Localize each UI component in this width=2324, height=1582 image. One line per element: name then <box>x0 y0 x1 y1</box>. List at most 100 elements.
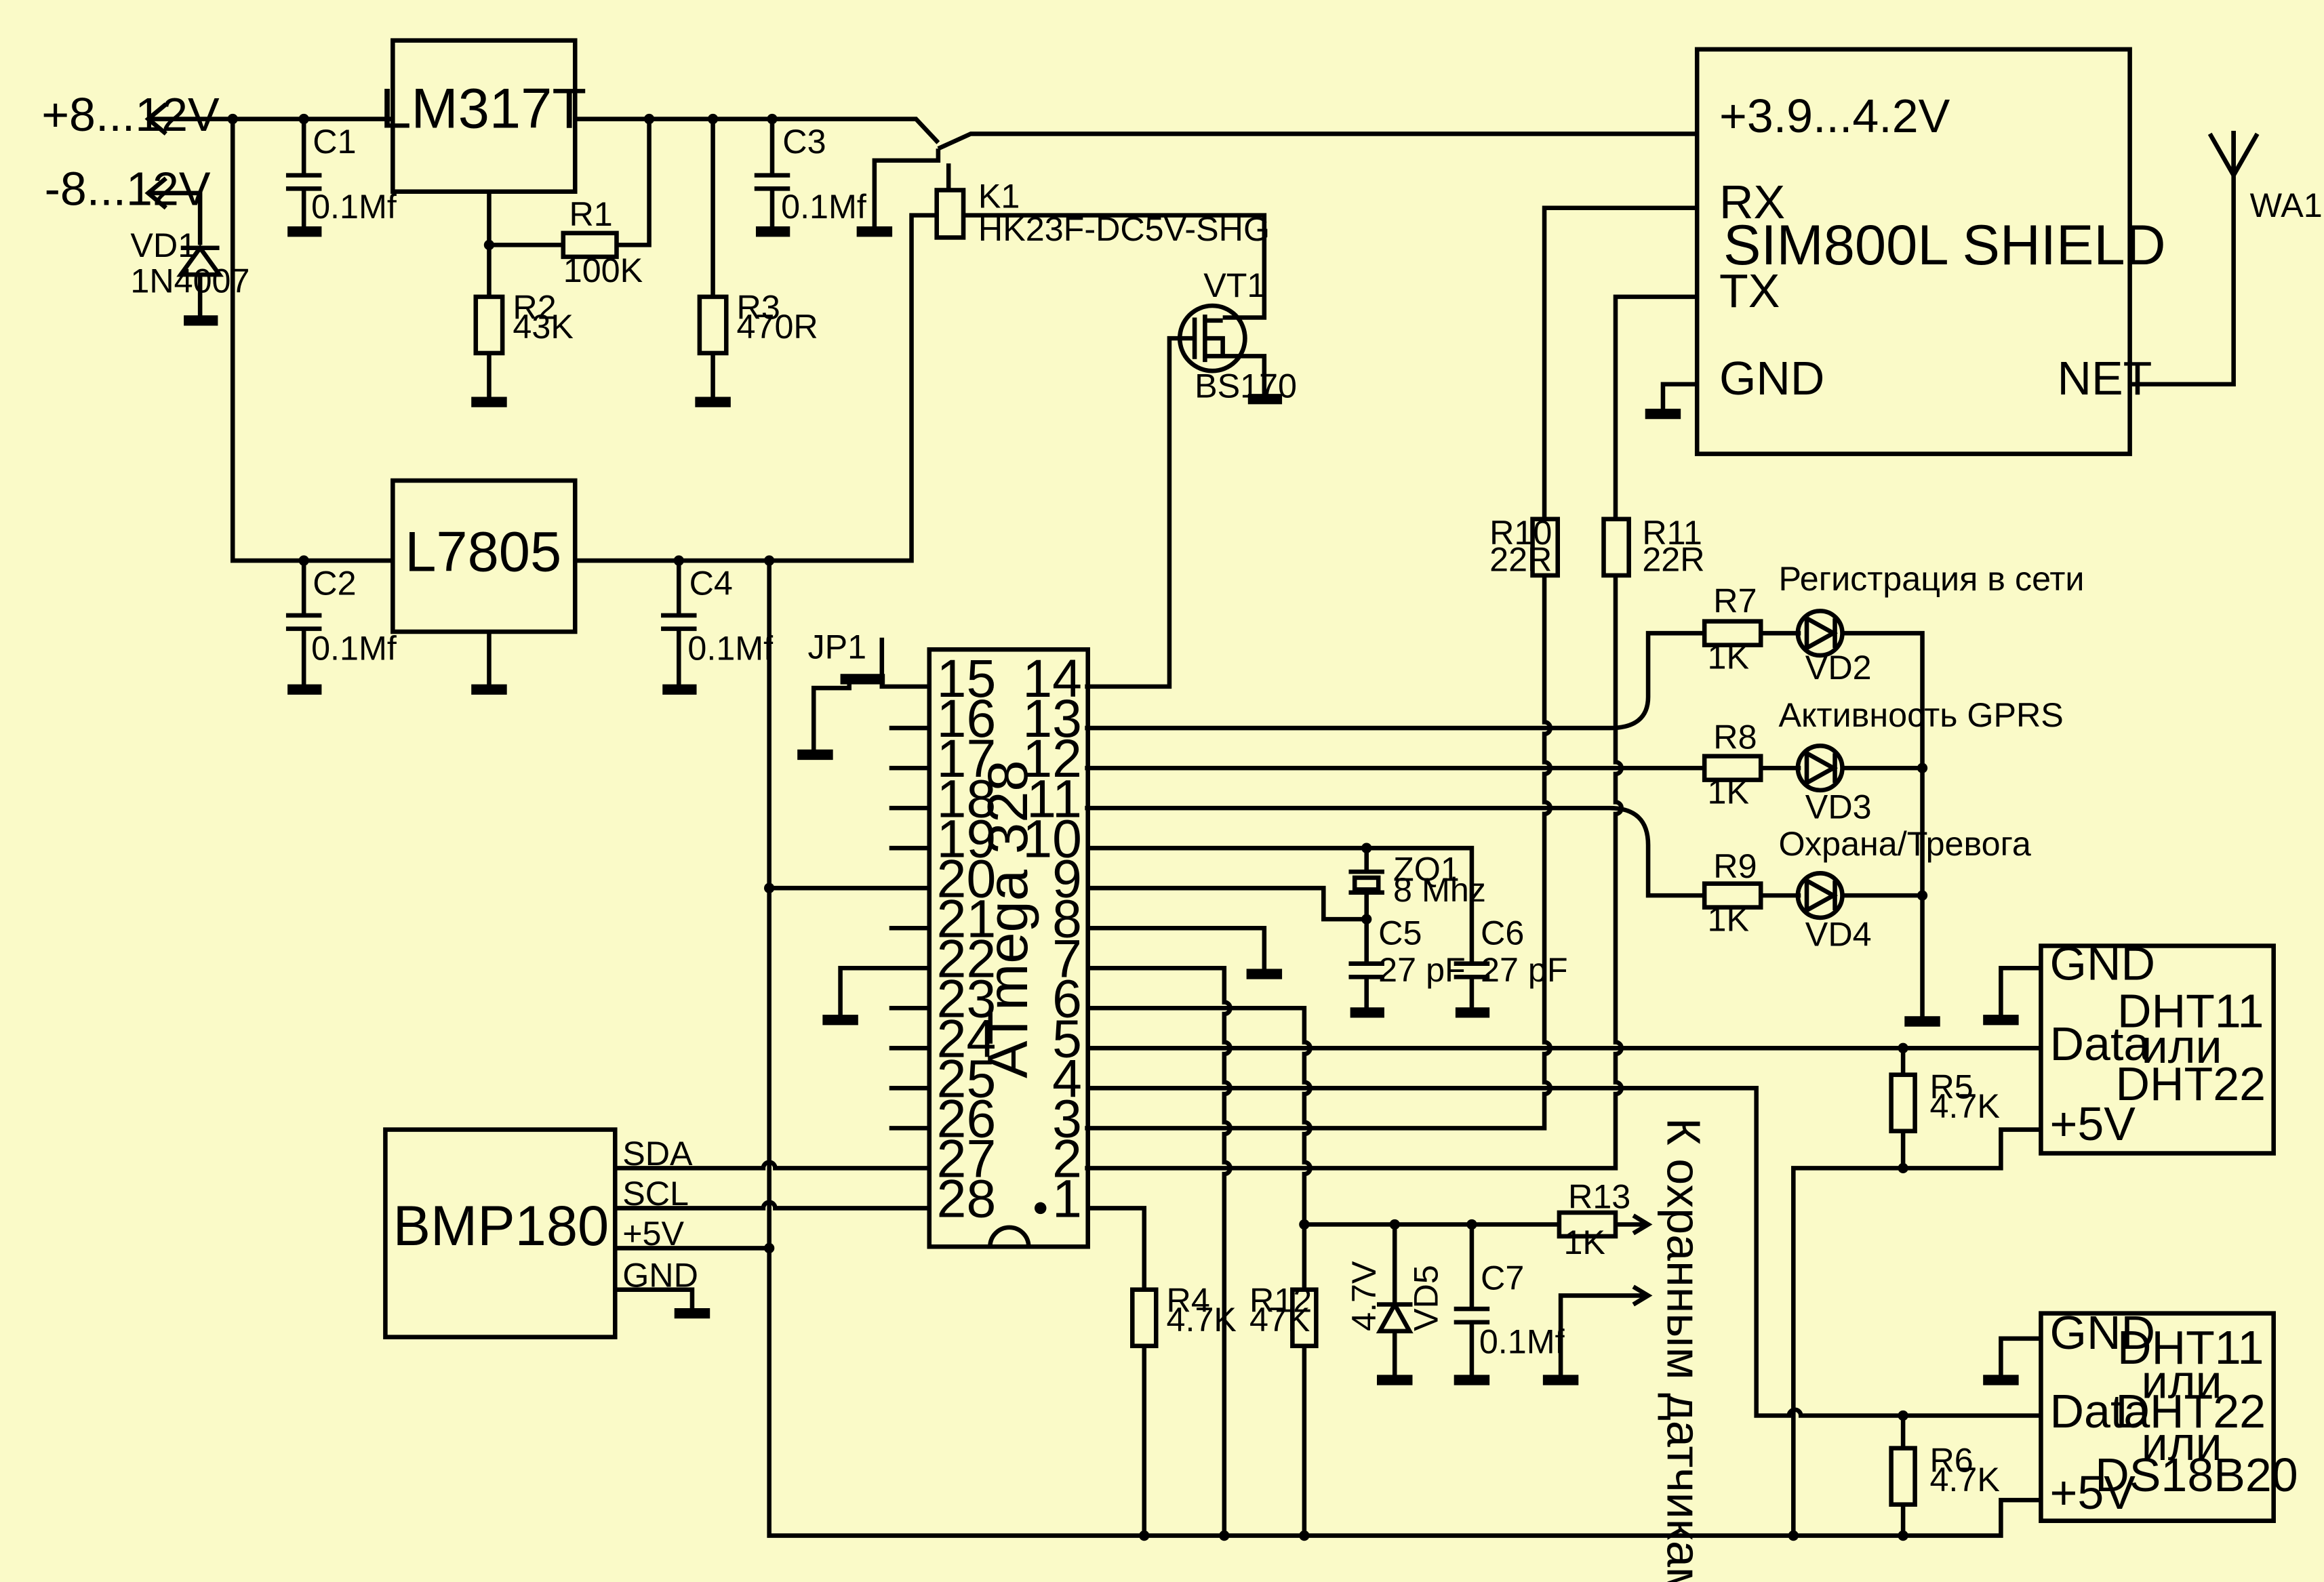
pin-23: 23 <box>937 969 997 1028</box>
vd2-ref: VD2 <box>1805 648 1872 687</box>
dht2-name3: DHT22 <box>2115 1385 2266 1438</box>
wire-pin7 <box>1087 965 1233 1536</box>
pin-17: 17 <box>937 729 997 788</box>
capacitor-c1: C1 0.1Mf <box>285 113 397 237</box>
pin-19: 19 <box>937 809 997 868</box>
junction <box>707 113 719 125</box>
zq1-value: 8 Mhz <box>1393 870 1486 909</box>
power-input: +8...12V -8...12V <box>41 88 393 245</box>
sim800l-title: SIM800L SHIELD <box>1723 214 2166 277</box>
pin-6: 6 <box>1052 969 1082 1028</box>
junction <box>227 113 238 125</box>
r10-value: 22R <box>1489 540 1552 578</box>
pin-21: 21 <box>937 889 997 948</box>
wire-pin22-gnd <box>838 965 929 1019</box>
mosfet-vt1: VT1 BS170 <box>1085 266 1297 689</box>
sim800l-block: +3.9...4.2V RX TX GND NET SIM800L SHIELD <box>1645 47 2236 456</box>
c2-value: 0.1Mf <box>311 629 397 668</box>
capacitor-c4: C4 0.1Mf <box>661 555 774 695</box>
r12-value: 47K <box>1249 1300 1310 1339</box>
pin-16: 16 <box>937 689 997 748</box>
input-positive-label: +8...12V <box>41 88 220 141</box>
capacitor-c2: C2 0.1Mf <box>285 555 397 695</box>
wire-tx <box>1613 294 1698 519</box>
resistor-r11: R11 22R <box>1601 513 1705 578</box>
dht1-name3: DHT22 <box>2115 1057 2266 1110</box>
sim800l-tx-label: TX <box>1719 264 1780 317</box>
c5-ref: C5 <box>1378 913 1422 952</box>
resistor-r3: R3 470R <box>695 119 818 407</box>
antenna-wa1: WA1 <box>2207 131 2323 224</box>
pin-24: 24 <box>937 1009 997 1068</box>
resistor-r1: R1 100K <box>561 119 652 289</box>
r8-value: 1K <box>1708 773 1749 811</box>
r11-ref: R11 <box>1642 513 1702 552</box>
pin-11: 11 <box>1026 769 1082 828</box>
junction <box>1299 1219 1310 1230</box>
r2-ref: R2 <box>513 288 556 327</box>
input-negative-label: -8...12V <box>45 162 211 215</box>
sensors-label: К охранным датчикам <box>1658 1118 1710 1582</box>
lm317t-block: LM317T R2 43K <box>380 38 586 407</box>
c4-value: 0.1Mf <box>687 629 774 668</box>
dht1-data: Data <box>2050 1017 2150 1070</box>
r7-ref: R7 <box>1713 582 1757 620</box>
bmp180-block: BMP180 SDA SCL +5V GND <box>383 1127 929 1339</box>
c7-ref: C7 <box>1481 1259 1524 1297</box>
r2-value: 43K <box>513 307 573 346</box>
vd4-caption: Охрана/Тревога <box>1778 824 2030 863</box>
c4-ref: C4 <box>689 563 733 602</box>
pin-10: 10 <box>1022 809 1082 868</box>
r4-ref: R4 <box>1167 1280 1210 1319</box>
pin-12: 12 <box>1022 729 1082 788</box>
vd4-ref: VD4 <box>1805 914 1872 953</box>
r13-ref: R13 <box>1568 1177 1630 1215</box>
k1-part: HK23F-DC5V-SHG <box>978 209 1270 248</box>
pin-14: 14 <box>1022 649 1082 708</box>
dht2-name1: DHT11 <box>2117 1321 2264 1374</box>
vd2-caption: Регистрация в сети <box>1778 559 2084 598</box>
diode-vd1: VD1 1N4007 <box>130 226 249 326</box>
vd1-ref: VD1 <box>130 226 197 264</box>
pin-20: 20 <box>937 849 997 908</box>
pin-7: 7 <box>1052 929 1082 988</box>
dht1-name2: или <box>2142 1020 2222 1073</box>
pin-25: 25 <box>937 1049 997 1108</box>
r4-value: 4.7K <box>1167 1300 1237 1339</box>
pin-26: 26 <box>937 1089 997 1148</box>
pin-5: 5 <box>1052 1009 1082 1068</box>
junction <box>1219 1530 1230 1541</box>
wa1-ref: WA1 <box>2250 186 2323 224</box>
r10-ref: R10 <box>1489 513 1552 552</box>
vt1-ref: VT1 <box>1203 266 1266 304</box>
jumper-jp1: JP1 <box>797 627 929 760</box>
dht1-block: GND Data +5V DHT11 или DHT22 R5 4.7K <box>1791 937 2276 1536</box>
dht2-name4: или <box>2142 1417 2222 1470</box>
pin-3: 3 <box>1052 1089 1082 1148</box>
r3-ref: R3 <box>737 288 780 327</box>
vd3-ref: VD3 <box>1805 787 1872 826</box>
r12-ref: R12 <box>1249 1280 1312 1319</box>
c3-ref: C3 <box>782 122 826 161</box>
r6-value: 4.7K <box>1929 1460 1999 1499</box>
c6-value: 27 pF <box>1481 950 1568 989</box>
jp1-ref: JP1 <box>807 627 866 666</box>
wire-rx <box>1542 205 1698 519</box>
l7805-block: L7805 <box>390 478 578 695</box>
vd1-part: 1N4007 <box>130 261 249 300</box>
wire-pin8-gnd <box>1087 925 1267 973</box>
c1-ref: C1 <box>313 122 356 161</box>
sim800l-net-label: NET <box>2057 352 2152 405</box>
c6-ref: C6 <box>1481 913 1524 952</box>
dht2-name2: или <box>2142 1355 2222 1408</box>
pin-1: 1 <box>1052 1169 1082 1229</box>
dht1-gnd: GND <box>2050 937 2155 990</box>
resistor-r10: R10 22R <box>1489 513 1561 578</box>
crystal-zq1: ZQ1 8 Mhz C5 27 pF C6 27 pF <box>1087 843 1568 1018</box>
atmega328-label: ATmega 328 <box>976 760 1039 1078</box>
pin-28: 28 <box>937 1169 997 1229</box>
r7-value: 1K <box>1708 638 1749 676</box>
relay-k1: K1 HK23F-DC5V-SHG <box>575 131 1698 563</box>
dht1-vcc: +5V <box>2050 1097 2136 1150</box>
